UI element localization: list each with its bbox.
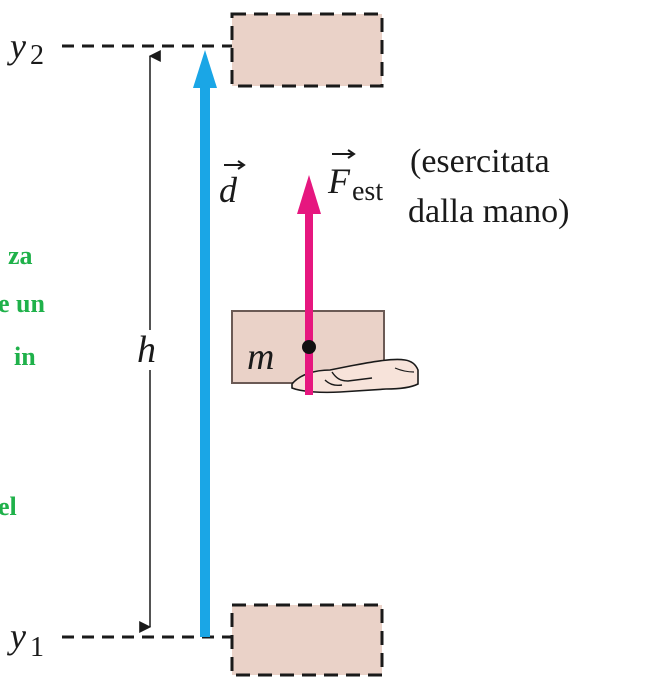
force-note-line-1: (esercitata — [410, 143, 550, 180]
displacement-label: d — [219, 170, 238, 210]
y2-label: y — [7, 26, 26, 66]
force-label: F — [327, 161, 351, 201]
clipped-text-line-1: za — [8, 241, 33, 270]
force-label-subscript: est — [352, 176, 383, 207]
force-note-line-2: dalla mano) — [408, 193, 569, 230]
hand-illustration — [291, 358, 419, 394]
y1-label: y — [7, 616, 26, 656]
y2-label-subscript: 2 — [30, 40, 44, 71]
center-of-mass-dot — [302, 340, 316, 354]
force-arrow-head — [297, 175, 321, 214]
y1-label-subscript: 1 — [30, 632, 44, 663]
force-vector-mark — [332, 149, 356, 159]
clipped-text-line-3: in — [14, 342, 36, 371]
block-final-position — [230, 12, 384, 88]
clipped-text-line-4: el — [0, 492, 17, 521]
displacement-vector-mark — [224, 160, 246, 170]
displacement-arrow-head — [193, 50, 217, 88]
clipped-text-line-2: e un — [0, 289, 46, 318]
height-label: h — [137, 329, 156, 371]
block-initial-position — [230, 603, 384, 677]
height-label-bg — [134, 330, 166, 370]
mass-label: m — [247, 336, 274, 378]
